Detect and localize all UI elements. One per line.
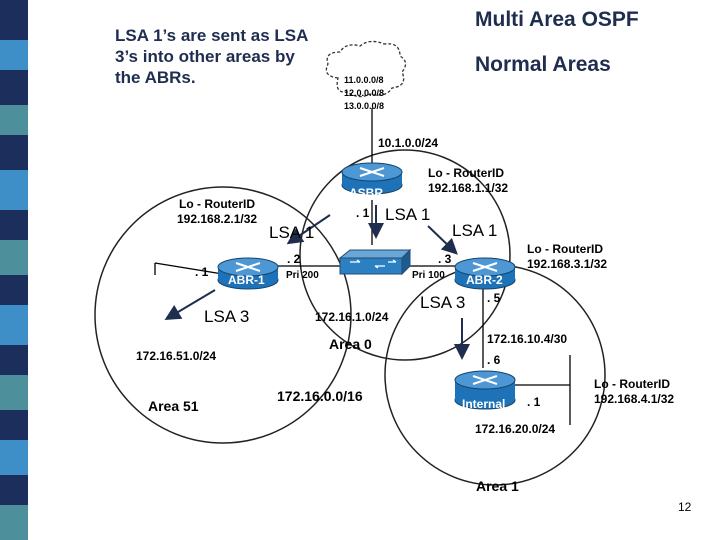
router-internal-label: Internal xyxy=(462,397,506,411)
router-abr1 xyxy=(217,257,279,290)
arrow-lsa1-to-abr1 xyxy=(286,214,331,245)
arrow-lsa1-to-abr2 xyxy=(427,225,458,255)
router-abr1-label: ABR-1 xyxy=(228,273,265,287)
lsa3-left-label: LSA 3 xyxy=(204,307,250,326)
internal-routerid-label: Lo - RouterID 192.168.4.1/32 xyxy=(594,377,675,406)
cloud-route-3: 13.0.0.0/8 xyxy=(344,101,385,111)
abr2-if5-label: . 5 xyxy=(487,291,501,305)
slide-subtitle: Normal Areas xyxy=(475,53,611,76)
net-172-16-51-label: 172.16.51.0/24 xyxy=(136,349,217,363)
bullet-text: LSA 1’s are sent as LSA 3’s into other a… xyxy=(115,26,308,87)
net-172-16-label: 172.16.0.0/16 xyxy=(277,388,363,404)
slide-title: Multi Area OSPF xyxy=(475,8,639,31)
area-51-label: Area 51 xyxy=(148,398,199,414)
router-abr2-label: ABR-2 xyxy=(466,273,503,287)
arrow-lsa3-area51 xyxy=(164,289,216,321)
abr1-if2-label: . 2 xyxy=(287,252,301,266)
abr2-if3-label: . 3 xyxy=(438,252,452,266)
lsa1-center-label: LSA 1 xyxy=(385,205,431,224)
pri-100-label: Pri 100 xyxy=(412,270,445,281)
router-asbr xyxy=(341,162,403,195)
asbr-if-label: . 1 xyxy=(356,206,370,220)
net-10-label: 10.1.0.0/24 xyxy=(378,136,439,150)
lsa1-right-label: LSA 1 xyxy=(452,221,498,240)
net-172-16-1-label: 172.16.1.0/24 xyxy=(315,310,389,324)
net-172-16-10-label: 172.16.10.4/30 xyxy=(487,332,568,346)
area-0-label: Area 0 xyxy=(329,336,372,352)
abr2-routerid-label: Lo - RouterID 192.168.3.1/32 xyxy=(527,242,608,271)
page-number: 12 xyxy=(678,500,692,514)
router-asbr-label: ASBR xyxy=(349,186,384,200)
net-172-16-20-label: 172.16.20.0/24 xyxy=(475,422,556,436)
lsa3-right-label: LSA 3 xyxy=(420,293,466,312)
internal-if6-label: . 6 xyxy=(487,353,501,367)
internal-if1-label: . 1 xyxy=(527,395,541,409)
area-0-circle xyxy=(299,149,511,361)
router-internal xyxy=(454,370,516,410)
area0-switch xyxy=(338,248,412,276)
area-51-circle xyxy=(94,186,352,444)
router-abr2 xyxy=(454,257,516,290)
abr1-routerid-label: Lo - RouterID 192.168.2.1/32 xyxy=(177,197,258,226)
lsa1-left-label: LSA 1 xyxy=(269,223,315,242)
cloud-route-1: 11.0.0.0/8 xyxy=(344,75,384,85)
external-cloud xyxy=(325,40,407,98)
asbr-routerid-label: Lo - RouterID 192.168.1.1/32 xyxy=(428,166,509,195)
abr1-if1-label: . 1 xyxy=(195,265,209,279)
cloud-route-2: 12.0.0.0/8 xyxy=(344,88,385,98)
area-1-label: Area 1 xyxy=(476,478,519,494)
pri-200-label: Pri 200 xyxy=(286,270,319,281)
